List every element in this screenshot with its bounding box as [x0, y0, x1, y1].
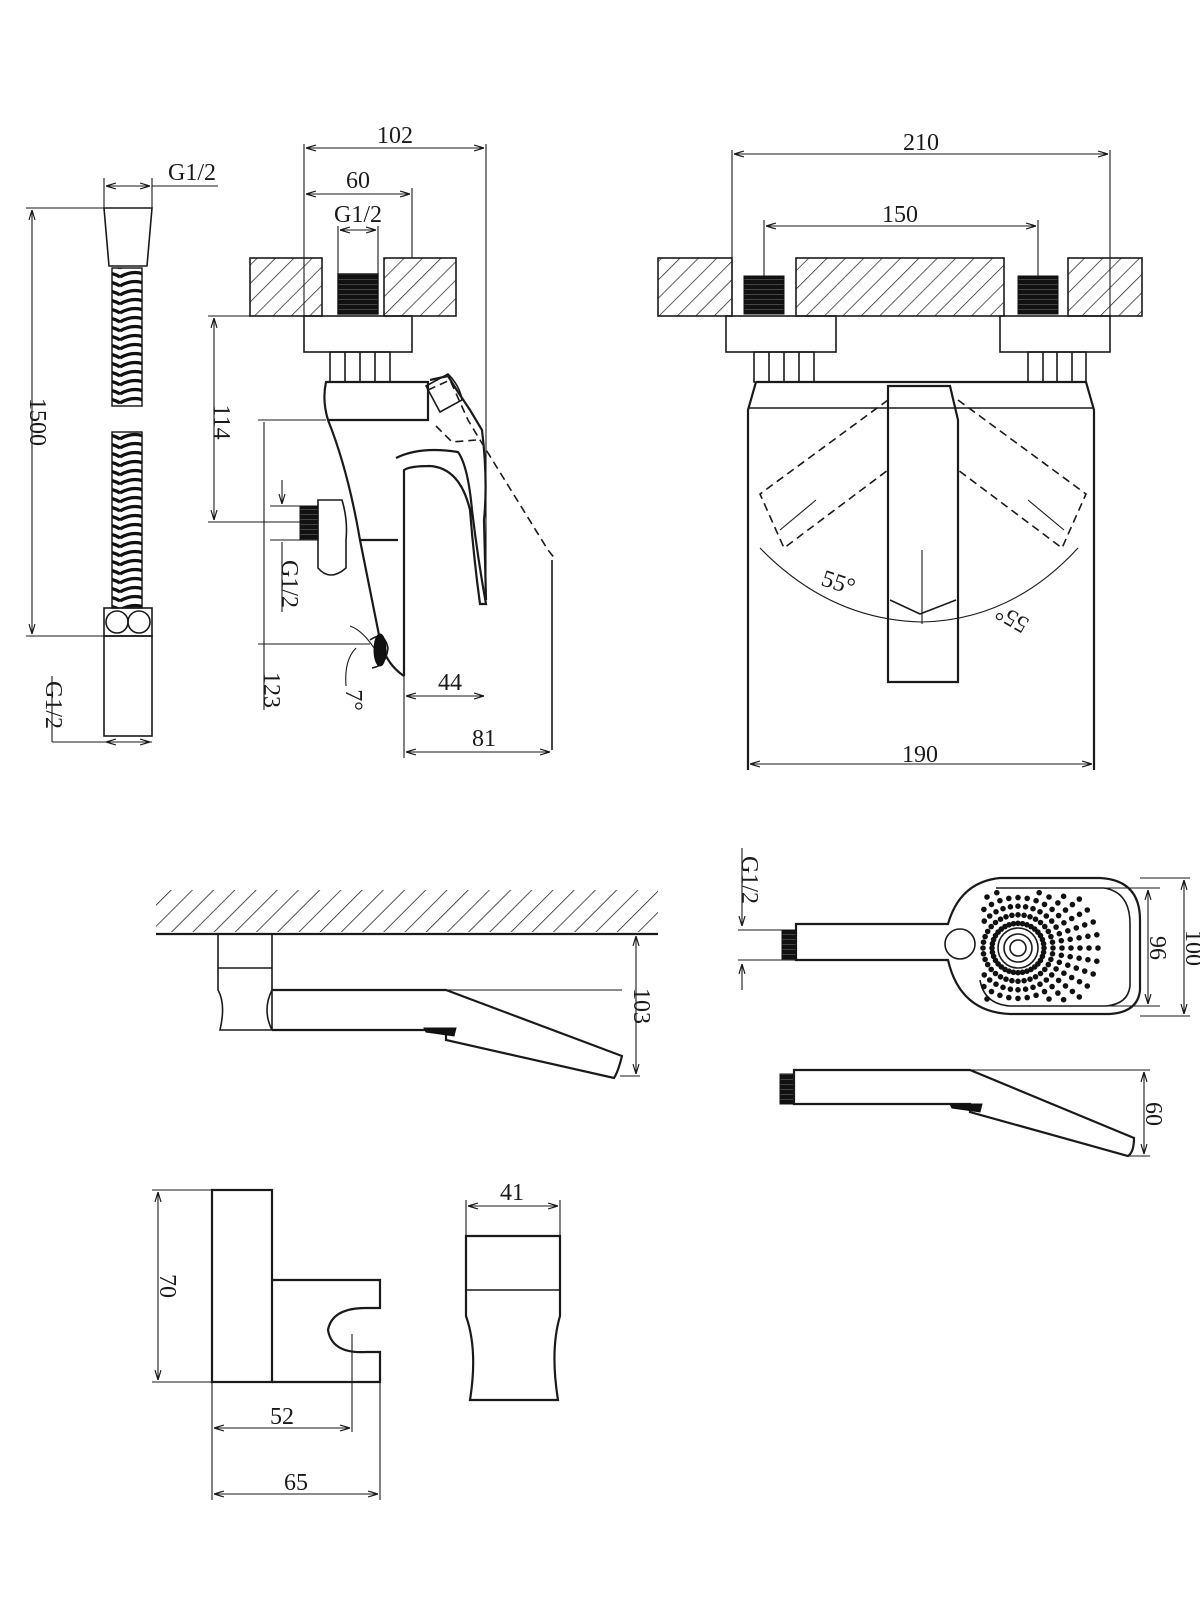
hand-shower-side-view: 60: [779, 1068, 1166, 1158]
spout-body: [272, 988, 624, 1080]
dim-connector-spacing: 60: [346, 168, 370, 194]
dim-holder-hook-offset: 52: [270, 1404, 294, 1430]
dim-inlet-thread: G1/2: [334, 202, 382, 228]
dim-hose-end-thread: G1/2: [40, 681, 66, 729]
mixer-body-top: [323, 380, 430, 422]
dim-overall-width: 210: [903, 130, 939, 156]
dim-holder-depth: 65: [284, 1470, 308, 1496]
dim-spout-angle: 7°: [340, 689, 366, 711]
dim-handshower-thickness: 60: [1140, 1102, 1166, 1126]
wall-section-right: [383, 257, 457, 317]
inlet-thread: [337, 273, 379, 315]
mixer-side-view: 102 60 G1/2 114 G1/2 123 7° 44 81: [208, 123, 557, 758]
spray-nozzles: [980, 889, 1101, 1003]
shower-hose: 1500 G1/2 G1/2: [24, 160, 218, 742]
dim-spout-height: 123: [258, 672, 284, 708]
hose-coil-lower: [111, 431, 143, 609]
dim-body-depth: 102: [377, 123, 413, 149]
hose-cone-nut: [103, 207, 153, 267]
mixer-body-front: [756, 380, 1096, 770]
dim-inlet-centres: 150: [882, 202, 918, 228]
dim-spout-projection-outer: 81: [472, 726, 496, 752]
hanging-hole: [944, 928, 976, 960]
holder-hook: [272, 1278, 382, 1384]
hand-shower-top-view: G1/2 96 100: [736, 848, 1200, 1017]
holder-wall-plate: [210, 1188, 274, 1384]
hand-shower-head: [794, 876, 1142, 1016]
eccentric-flange: [303, 315, 413, 353]
dim-holder-height: 70: [154, 1274, 180, 1298]
spout-side-view: 103: [156, 890, 658, 1080]
mixer-front-view: 55° 55° 210 150 190: [657, 130, 1143, 770]
inlet-thread-right: [1017, 275, 1059, 315]
dim-spout-projection-inner: 44: [438, 670, 462, 696]
outlet-thread: [299, 505, 319, 541]
dim-hose-thread: G1/2: [168, 160, 216, 186]
dim-handle-angle-right: 55°: [991, 598, 1033, 637]
wall-section-left: [249, 257, 323, 317]
dim-handle-angle-left: 55°: [818, 566, 858, 601]
dim-spout-drop: 103: [628, 988, 654, 1024]
inlet-thread-left: [743, 275, 785, 315]
dim-handshower-face-inner: 96: [1144, 936, 1170, 960]
mixer-handle: [886, 384, 960, 684]
dim-height-to-outlet: 114: [208, 404, 234, 439]
spout-connector: [217, 933, 273, 1031]
dim-outlet-thread: G1/2: [276, 560, 302, 608]
dim-hose-length: 1500: [24, 398, 50, 446]
dim-handshower-face-outer: 100: [1180, 930, 1200, 966]
dim-body-width: 190: [902, 742, 938, 768]
mixer-lever: [395, 448, 488, 676]
dim-handshower-thread: G1/2: [736, 856, 762, 904]
wall-holder-side-view: 70 52 65: [152, 1188, 382, 1500]
ceiling-section: [156, 890, 658, 932]
hose-coil-upper: [111, 267, 143, 407]
wall-holder-front-view: 41: [464, 1180, 562, 1402]
dim-holder-width: 41: [500, 1180, 524, 1206]
holder-front-body: [464, 1234, 562, 1402]
hand-shower-profile: [792, 1068, 1136, 1158]
